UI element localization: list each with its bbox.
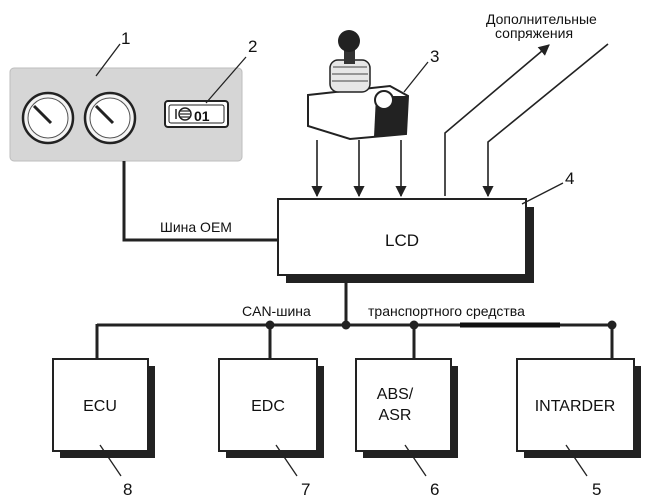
ecu-label: ECU — [83, 398, 117, 415]
callout-line-3 — [404, 62, 428, 92]
extra-interfaces-label-2: сопряжения — [495, 25, 573, 41]
callout-3: 3 — [430, 47, 439, 66]
extra-interface-out-arrow — [445, 45, 549, 196]
callout-7: 7 — [301, 480, 310, 499]
display-readout: 01 — [194, 108, 210, 124]
callout-line-4 — [522, 183, 563, 204]
instrument-panel: 01 — [10, 68, 242, 161]
can-bus-label-right: транспортного средства — [368, 303, 525, 319]
joystick-control-unit — [308, 30, 408, 139]
callout-5: 5 — [592, 480, 601, 499]
abs-label: ABS/ — [377, 386, 414, 403]
gauge-left — [23, 93, 73, 143]
asr-label: ASR — [379, 407, 412, 424]
oem-bus-label: Шина OEM — [160, 219, 232, 235]
abs-asr-box — [356, 359, 451, 451]
callout-2: 2 — [248, 37, 257, 56]
intarder-label: INTARDER — [535, 398, 616, 415]
callout-1: 1 — [121, 29, 130, 48]
callout-8: 8 — [123, 480, 132, 499]
can-node-lcd — [342, 321, 351, 330]
edc-label: EDC — [251, 398, 285, 415]
gauge-right — [85, 93, 135, 143]
can-bus-label-left: CAN-шина — [242, 303, 311, 319]
callout-4: 4 — [565, 169, 574, 188]
lcd-label: LCD — [385, 231, 419, 250]
info-display: 01 — [165, 101, 228, 127]
extra-interface-in-arrow — [488, 44, 608, 196]
callout-6: 6 — [430, 480, 439, 499]
